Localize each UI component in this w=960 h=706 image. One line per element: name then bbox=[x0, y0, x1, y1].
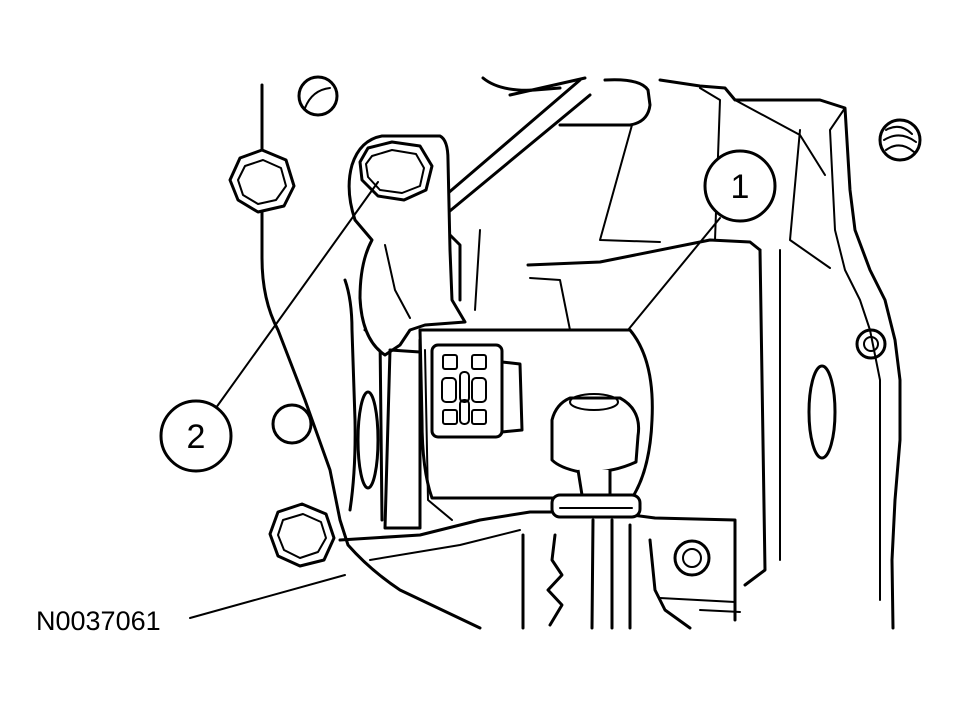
electrical-connector bbox=[430, 343, 524, 439]
callout-1: 1 bbox=[627, 149, 777, 331]
reference-leader bbox=[189, 574, 346, 619]
hole-lower-right bbox=[673, 539, 711, 577]
hex-nut-left-upper bbox=[228, 148, 296, 214]
callout-2-label: 2 bbox=[187, 418, 206, 456]
callout-2: 2 bbox=[159, 181, 379, 473]
bolt-2 bbox=[358, 140, 434, 202]
hole-left-middle bbox=[271, 403, 313, 445]
shaft-boss bbox=[550, 393, 642, 519]
threaded-stud-upper-right bbox=[878, 118, 922, 162]
hole-upper-left bbox=[297, 75, 339, 117]
hole-right bbox=[855, 328, 887, 360]
hex-nut-left-lower bbox=[268, 502, 336, 568]
callout-1-label: 1 bbox=[731, 168, 750, 206]
reference-code: N0037061 bbox=[36, 606, 161, 636]
slot-right bbox=[807, 364, 837, 460]
